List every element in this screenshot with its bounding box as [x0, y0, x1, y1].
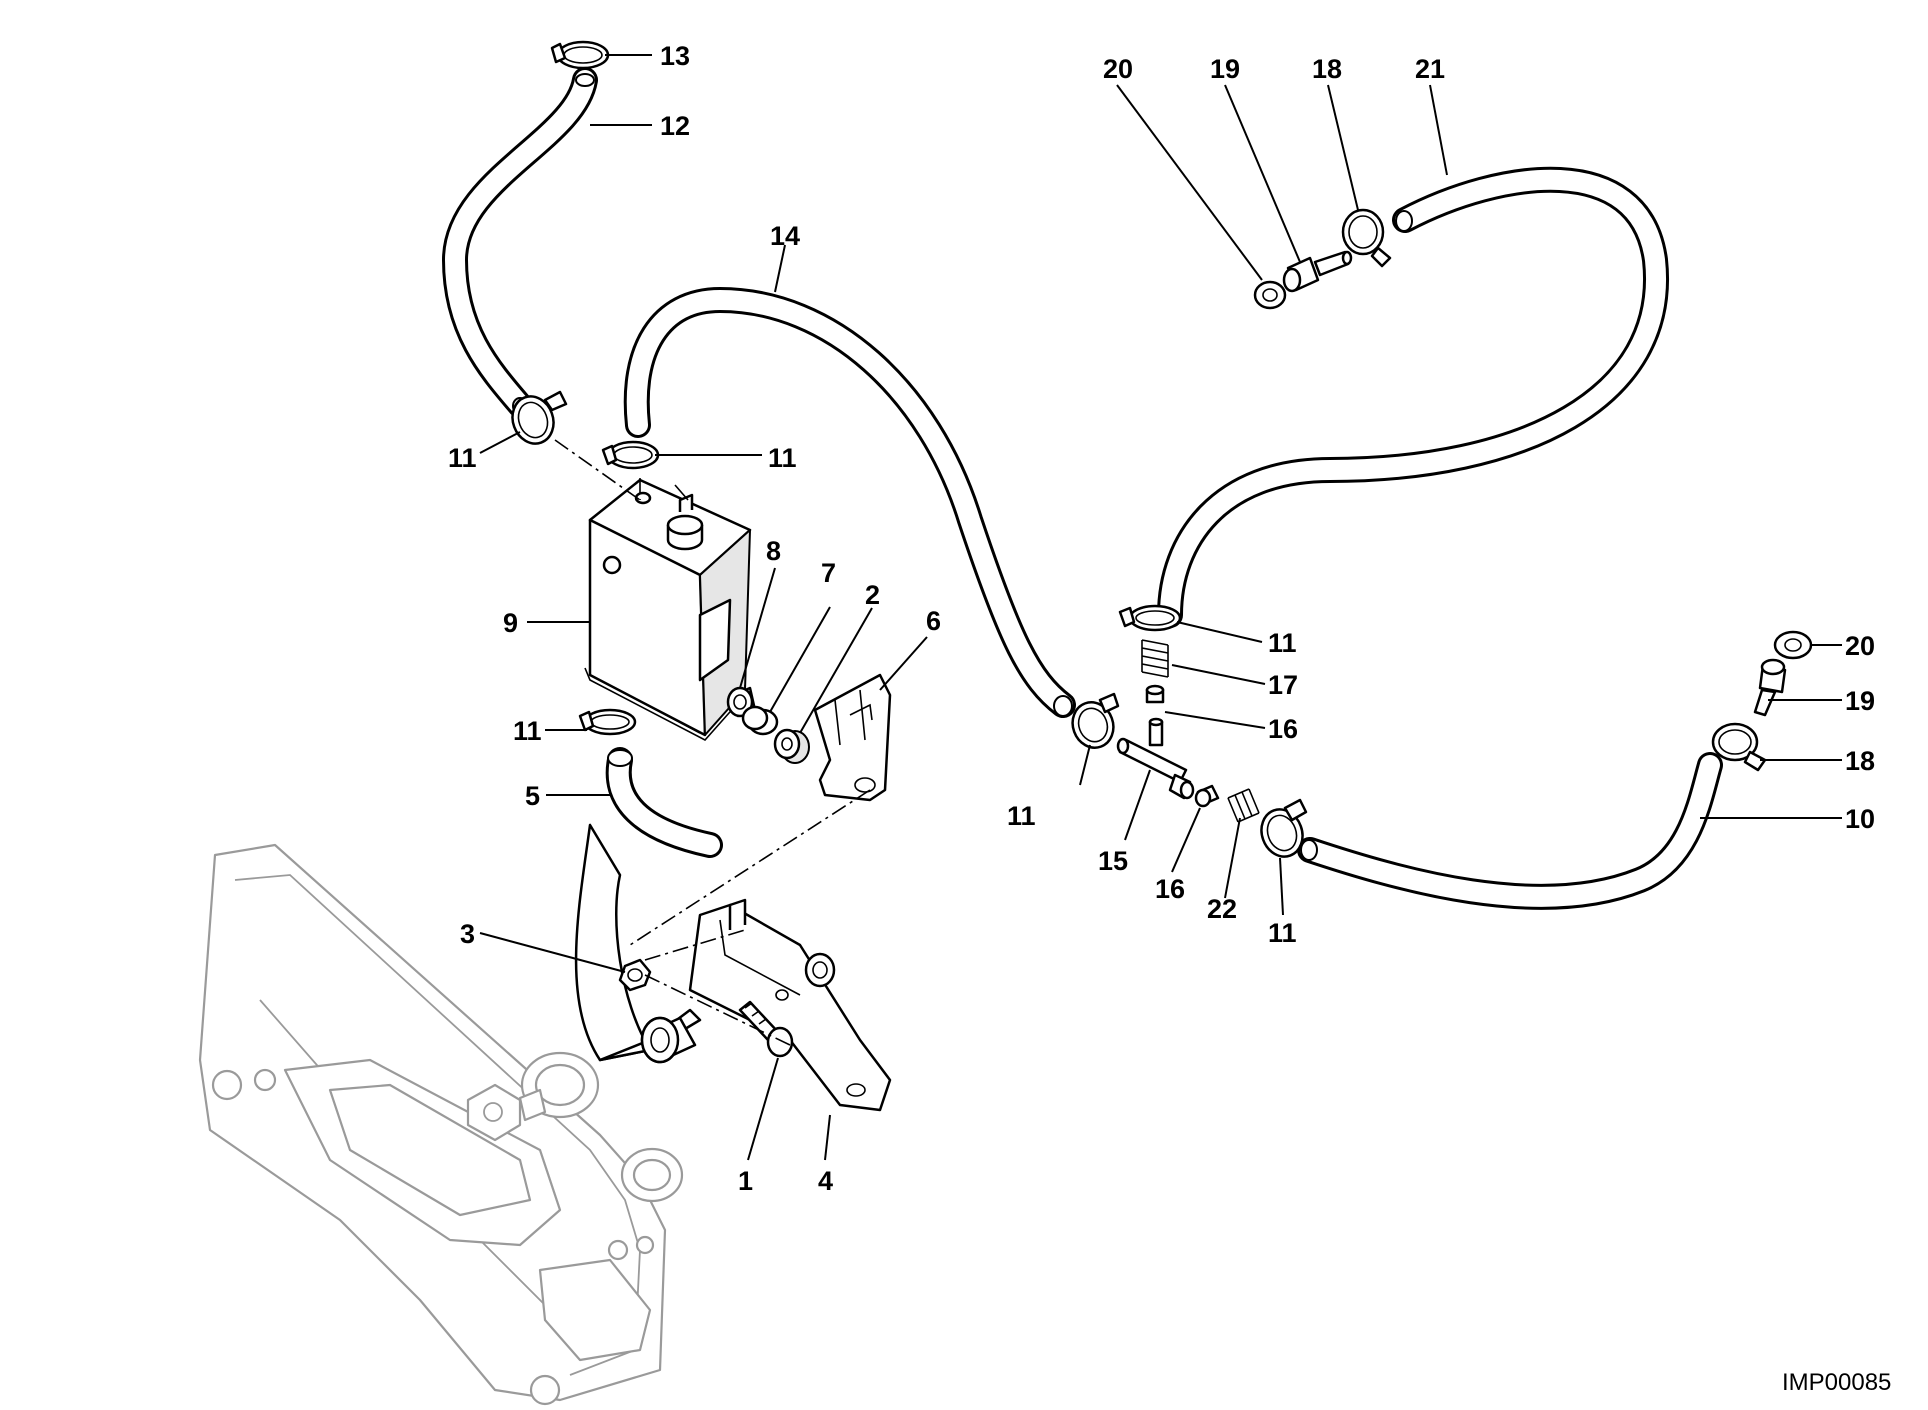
callout-3: 3 — [460, 919, 475, 949]
callout-8: 8 — [766, 536, 781, 566]
rubber-bushing — [640, 1016, 697, 1064]
canister-bracket-6 — [813, 673, 892, 802]
callout-4: 4 — [818, 1166, 833, 1196]
callout-11: 11 — [513, 716, 542, 746]
hose-clamp-11-under-canister — [578, 708, 637, 736]
drawing-code: IMP00085 — [1782, 1369, 1891, 1396]
hose-21 — [1157, 166, 1670, 628]
washer — [804, 952, 836, 988]
callout-6: 6 — [926, 606, 941, 636]
spring-22 — [1227, 788, 1260, 823]
washer-20-top — [1253, 280, 1287, 310]
callout-11: 11 — [448, 443, 477, 473]
callout-labels: 13 12 14 11 11 9 8 7 2 6 11 5 3 1 4 20 1… — [448, 41, 1875, 1196]
callout-22: 22 — [1207, 894, 1237, 924]
hose-clamp-18-top — [1341, 208, 1392, 268]
callout-11: 11 — [768, 443, 797, 473]
callout-1: 1 — [738, 1166, 753, 1196]
hose-clamp-11-top-center — [601, 440, 660, 470]
hose-fitting-19-top — [1282, 250, 1353, 293]
callout-17: 17 — [1268, 670, 1298, 700]
callout-21: 21 — [1415, 54, 1445, 84]
callout-13: 13 — [660, 41, 690, 71]
callout-18: 18 — [1845, 746, 1875, 776]
washer-20-right — [1773, 630, 1813, 660]
callout-2: 2 — [865, 580, 880, 610]
nut-3 — [618, 958, 652, 992]
callout-19: 19 — [1210, 54, 1240, 84]
callout-10: 10 — [1845, 804, 1875, 834]
screw-1 — [738, 1000, 794, 1058]
alignment-lines — [554, 439, 871, 1046]
callout-19: 19 — [1845, 686, 1875, 716]
check-valve-16-lower — [1194, 784, 1220, 808]
hose-clamp-13 — [550, 40, 610, 70]
callout-20: 20 — [1103, 54, 1133, 84]
hose-clamp-11-bottom — [1260, 798, 1308, 858]
hose-10 — [1297, 752, 1723, 910]
grommet-2 — [773, 728, 810, 764]
hose-12 — [442, 67, 598, 418]
t-fitting-15 — [1116, 717, 1195, 800]
leader-lines — [479, 54, 1842, 1161]
check-valve-16-upper — [1145, 684, 1165, 704]
callout-16: 16 — [1268, 714, 1298, 744]
hose-clamp-18-right — [1711, 722, 1767, 772]
callout-16: 16 — [1155, 874, 1185, 904]
hose-fitting-19-right — [1753, 658, 1787, 717]
callout-18: 18 — [1312, 54, 1342, 84]
hose-clamp-11-above-t — [1118, 604, 1182, 632]
callout-11: 11 — [1268, 918, 1297, 948]
callout-12: 12 — [660, 111, 690, 141]
footpeg-frame-bracket — [198, 843, 684, 1406]
hose-clamp-11-hose14-end — [1071, 692, 1120, 749]
hose-14 — [623, 287, 1076, 718]
callout-9: 9 — [503, 608, 518, 638]
callout-11: 11 — [1007, 801, 1036, 831]
bushing-7 — [741, 705, 779, 736]
hose-clamp-11-top-left — [511, 390, 568, 445]
hose-5 — [605, 747, 723, 858]
callout-7: 7 — [821, 558, 836, 588]
evap-canister-9 — [584, 478, 752, 741]
callout-20: 20 — [1845, 631, 1875, 661]
spring-17 — [1141, 639, 1169, 678]
callout-14: 14 — [770, 221, 800, 251]
callout-5: 5 — [525, 781, 540, 811]
callout-11: 11 — [1268, 628, 1297, 658]
callout-15: 15 — [1098, 846, 1128, 876]
